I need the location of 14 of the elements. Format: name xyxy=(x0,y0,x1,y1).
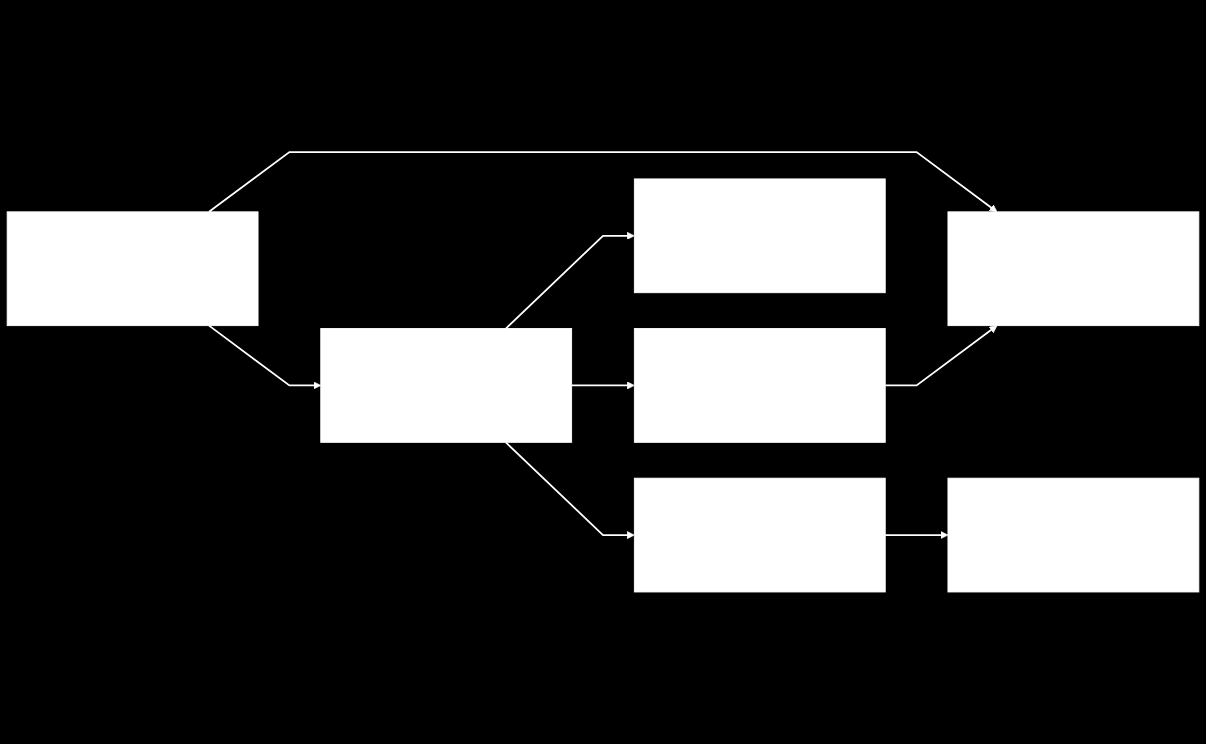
node-box xyxy=(6,211,259,327)
arrow xyxy=(208,151,998,213)
node-box xyxy=(320,328,573,443)
node-box xyxy=(633,178,886,294)
arrow xyxy=(884,325,998,387)
node-box xyxy=(633,328,886,443)
arrow xyxy=(504,231,635,330)
node-box xyxy=(947,211,1200,327)
arrow xyxy=(504,441,635,539)
node-box xyxy=(947,477,1200,593)
arrow xyxy=(884,531,949,539)
arrow xyxy=(570,381,635,390)
arrow xyxy=(208,324,322,390)
node-box xyxy=(633,477,886,593)
